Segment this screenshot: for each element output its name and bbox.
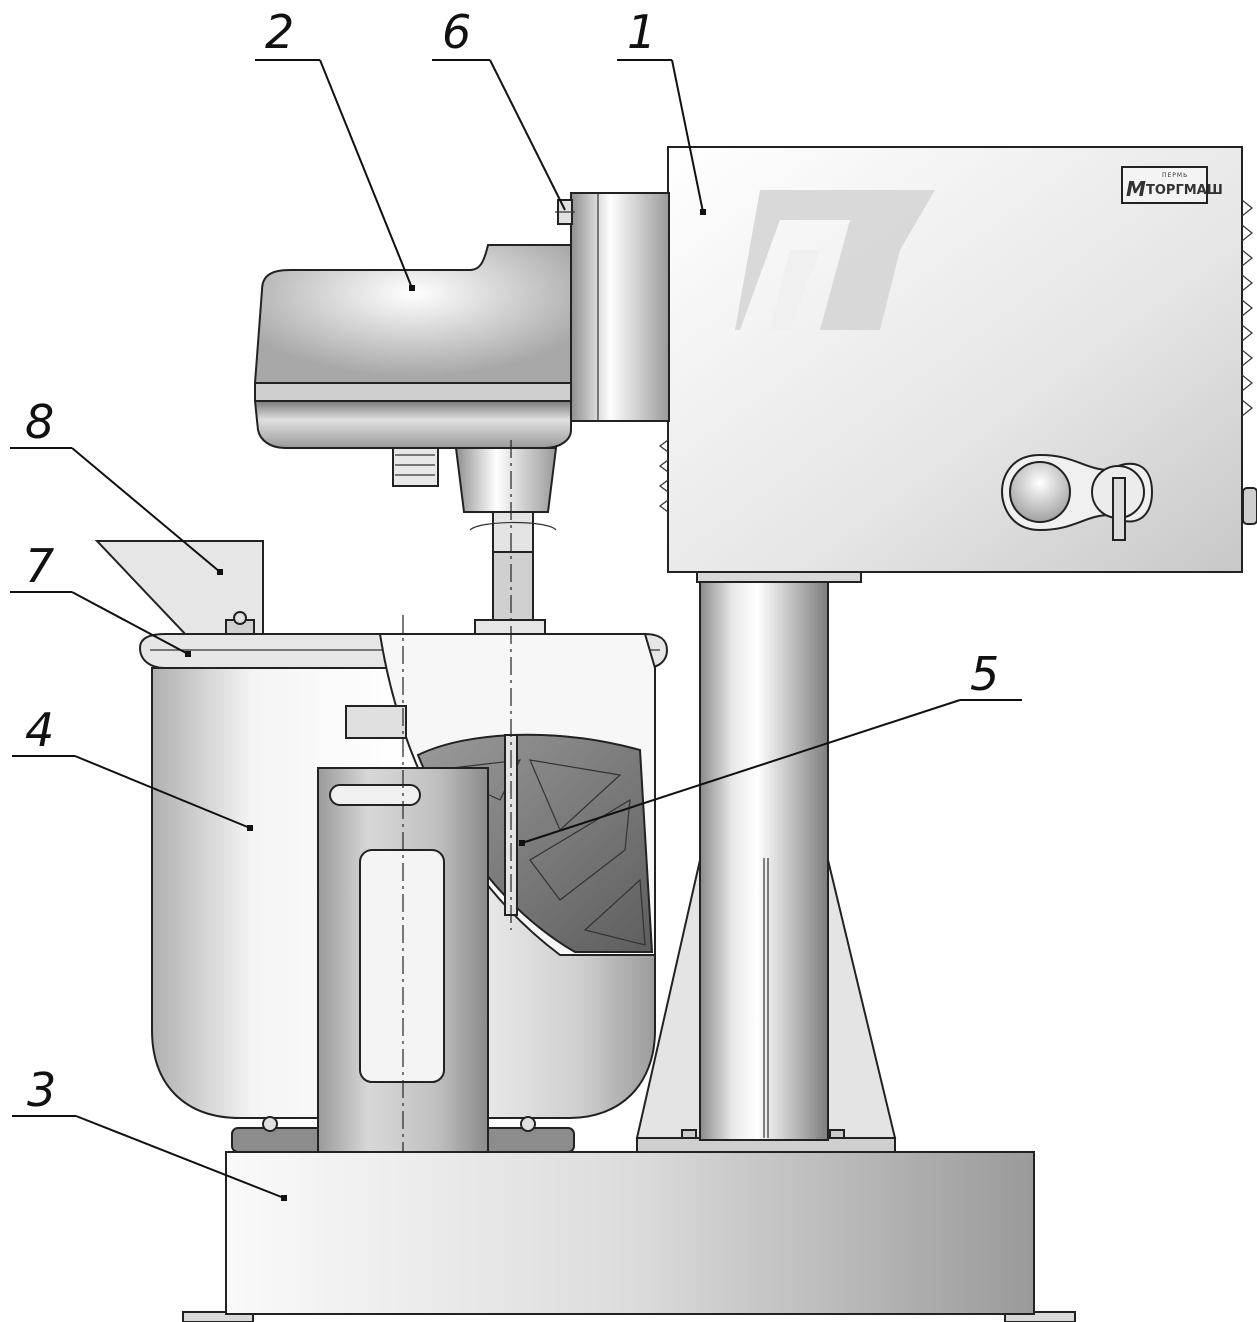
control-panel [1000, 453, 1154, 541]
svg-text:4: 4 [25, 703, 54, 757]
callout-3: 3 [12, 1063, 287, 1201]
callout-7: 7 [10, 539, 191, 657]
brand-plate: ПЕРМЬ М ТОРГМАШ [1121, 166, 1223, 204]
svg-text:7: 7 [25, 539, 54, 593]
callout-4: 4 [12, 703, 253, 831]
svg-text:3: 3 [27, 1063, 56, 1117]
callout-1: 1 [617, 5, 706, 215]
drive-housing: ПЕРМЬ М ТОРГМАШ [659, 146, 1257, 573]
callout-2: 2 [255, 5, 415, 291]
svg-text:5: 5 [970, 647, 999, 701]
bowl [138, 633, 669, 1119]
loading-chute [94, 540, 264, 638]
brand-name: ТОРГМАШ [1146, 183, 1223, 198]
callout-5: 5 [519, 647, 1022, 846]
brand-city: ПЕРМЬ [1162, 172, 1188, 179]
callout-6: 6 [432, 5, 566, 211]
callout-8: 8 [10, 395, 223, 575]
brand-mark: М [1126, 177, 1146, 201]
gearbox-head [253, 244, 572, 513]
vent-slots [659, 199, 1253, 513]
brand-watermark [735, 190, 935, 330]
callouts: 1 2 6 8 7 4 [10, 5, 1022, 1201]
svg-text:2: 2 [265, 5, 294, 59]
svg-text:1: 1 [627, 5, 656, 59]
start-button-icon [1009, 461, 1071, 523]
column [635, 569, 897, 1153]
svg-text:6: 6 [442, 5, 471, 59]
svg-text:8: 8 [25, 395, 54, 449]
base [182, 1151, 1076, 1322]
coupling-collar [555, 192, 670, 422]
